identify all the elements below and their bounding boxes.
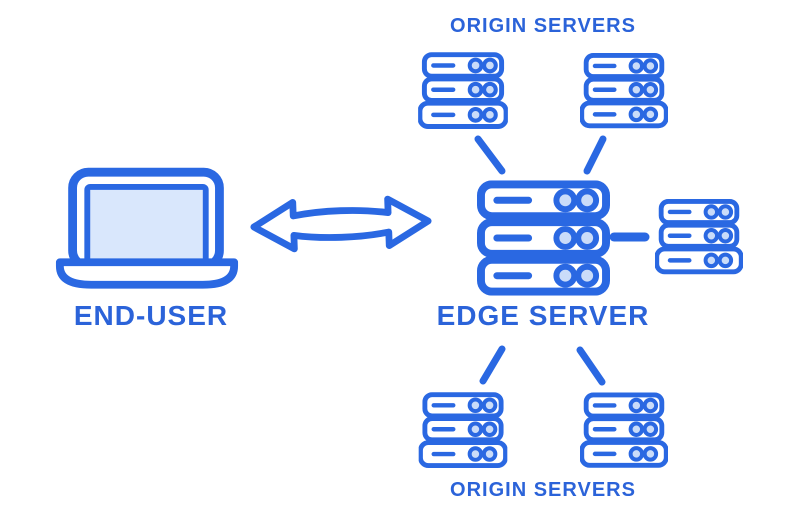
- edge-server-label: EDGE SERVER: [436, 300, 650, 331]
- line-edge-to-origin-bottom-left: [479, 345, 506, 385]
- end-user-label: END-USER: [73, 300, 229, 331]
- bidirectional-arrow-icon: [246, 190, 436, 259]
- origin-server-top-right-icon: [580, 52, 668, 131]
- line-edge-to-origin-top-left: [474, 135, 506, 175]
- origin-server-bottom-right-icon: [580, 392, 668, 470]
- line-edge-to-origin-top-right: [583, 135, 607, 175]
- origin-server-bottom-left-icon: [418, 392, 508, 470]
- line-edge-to-origin-bottom-right: [576, 346, 606, 386]
- origin-server-right-icon: [655, 198, 743, 277]
- origin-servers-bottom-label: ORIGIN SERVERS: [450, 479, 636, 501]
- origin-servers-top-label: ORIGIN SERVERS: [450, 15, 636, 37]
- origin-server-top-left-icon: [418, 52, 508, 131]
- laptop-icon: [54, 167, 240, 289]
- edge-server-icon: [477, 180, 610, 296]
